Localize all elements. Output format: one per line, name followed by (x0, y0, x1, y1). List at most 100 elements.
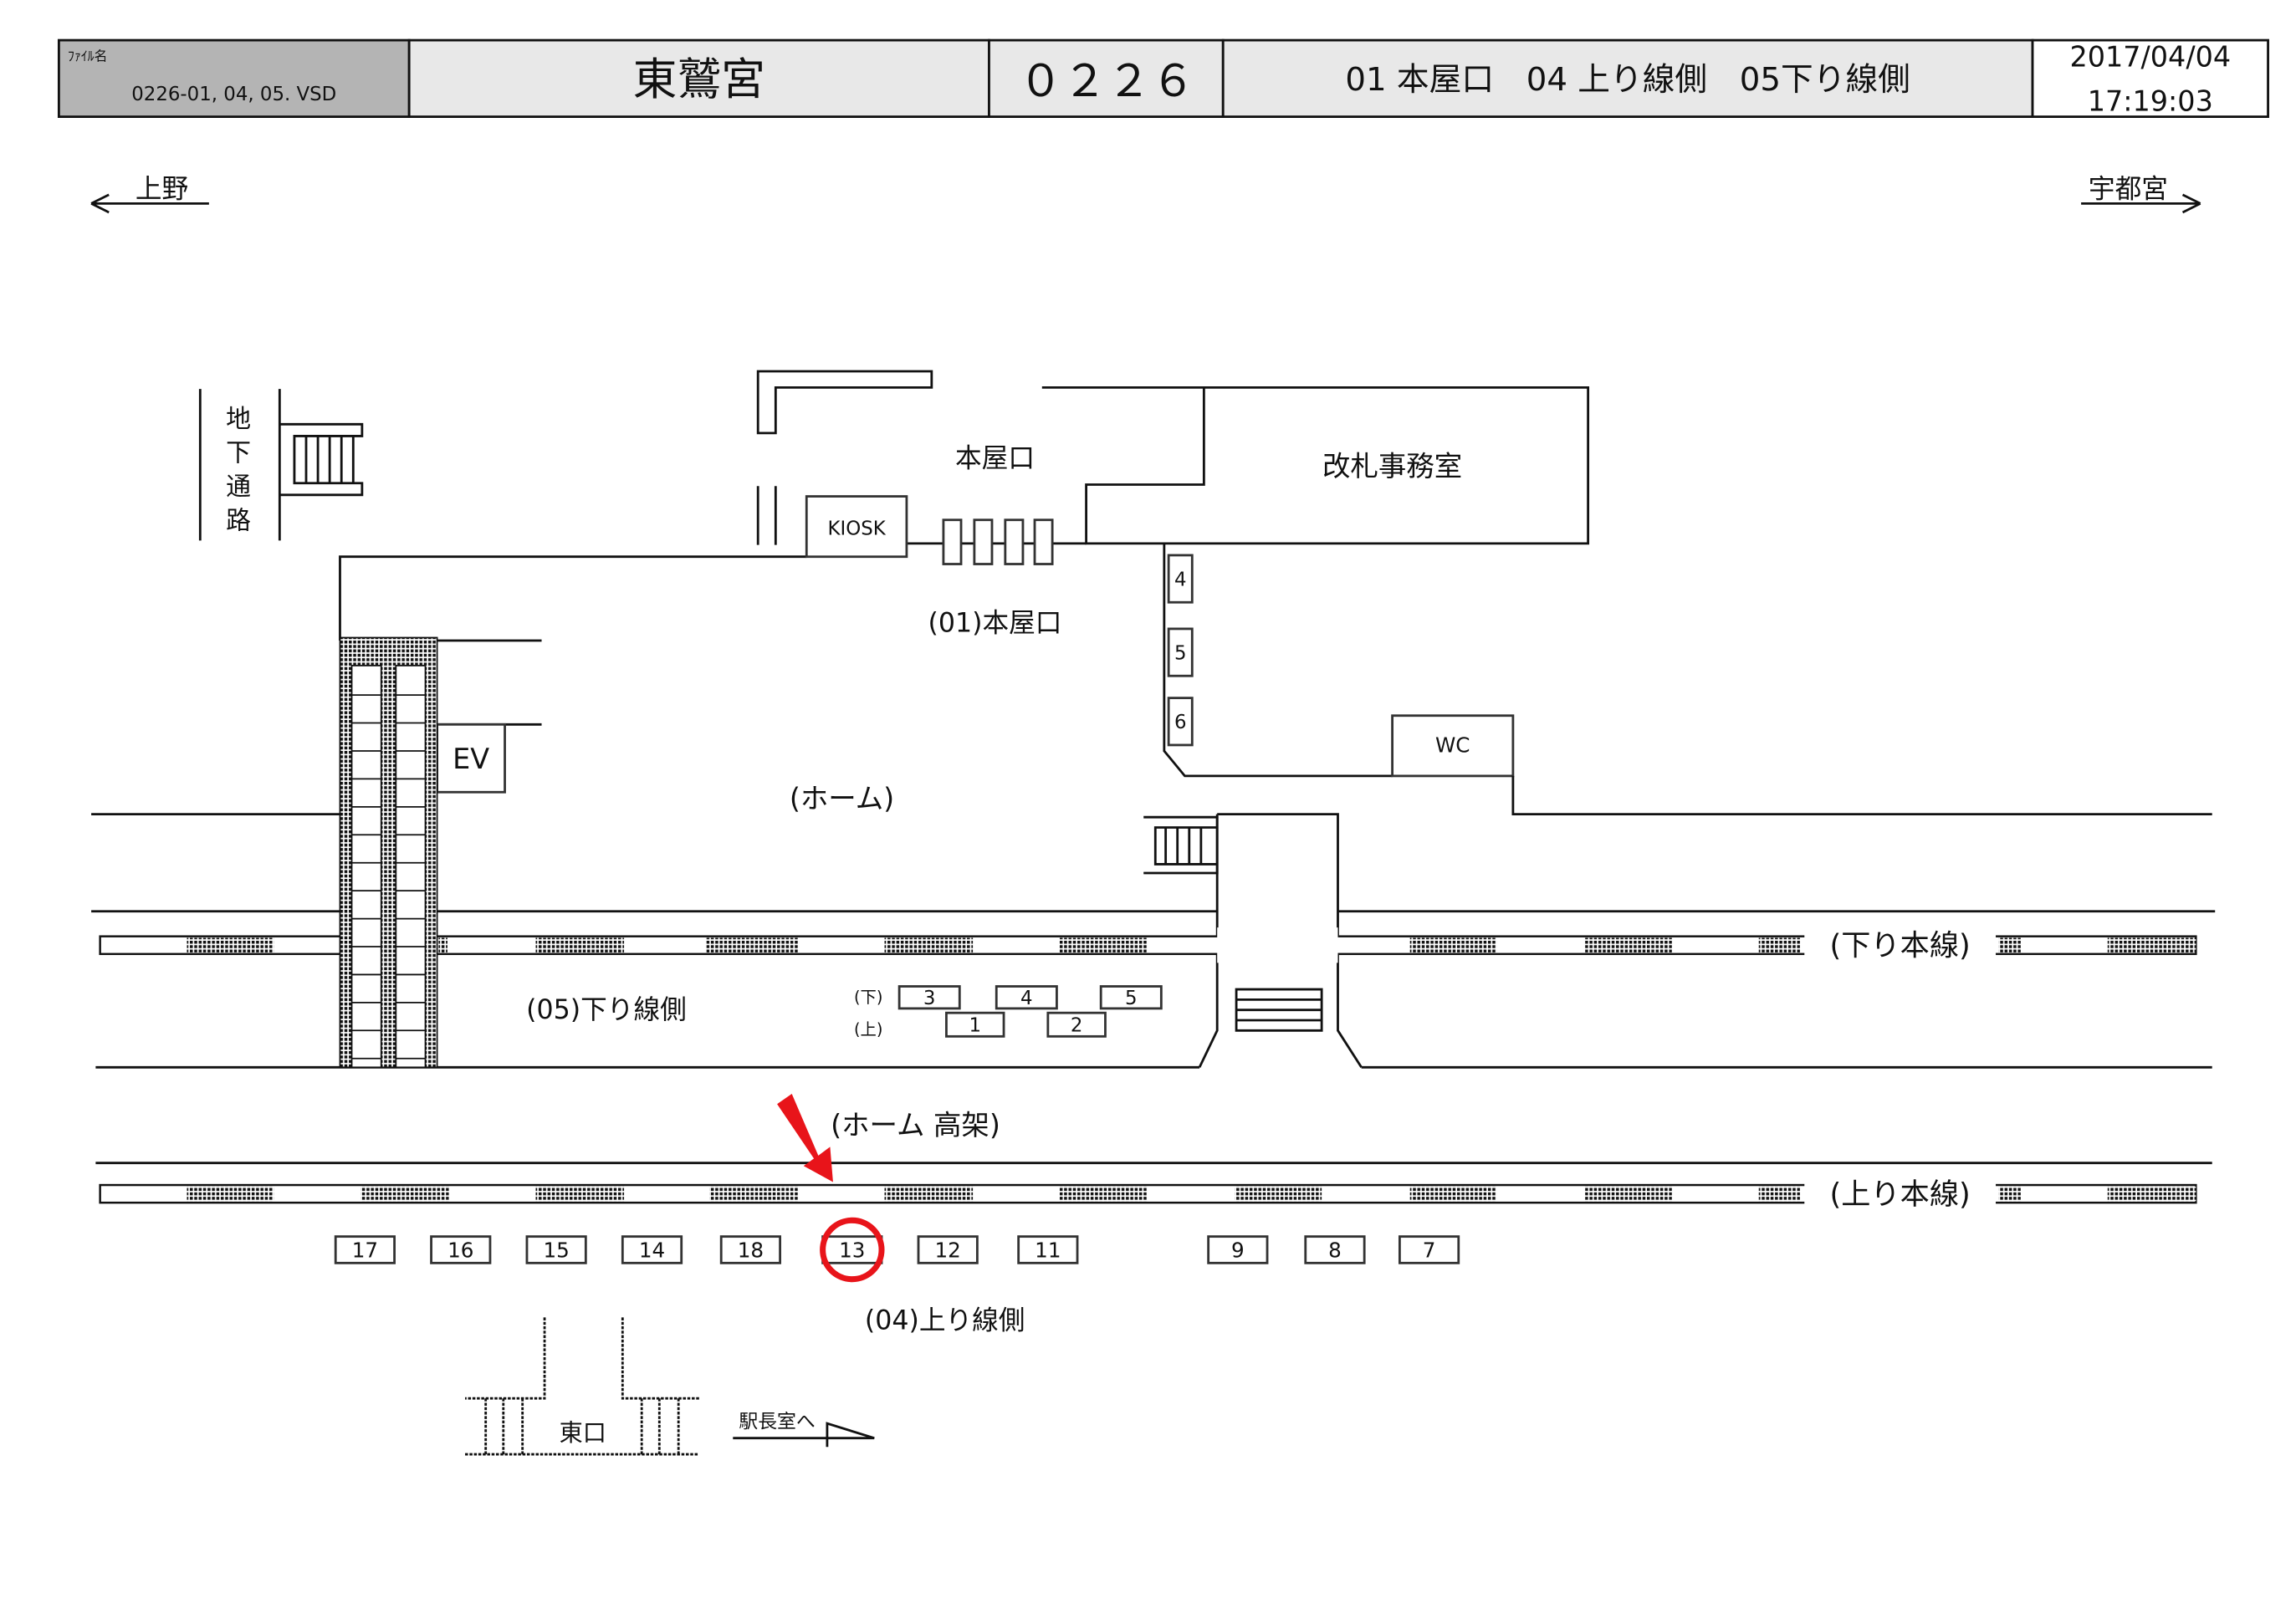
ticket-office-label: 改札事務室 (1322, 450, 1462, 483)
kiosk (805, 495, 908, 559)
car-position-box: 8 (1304, 1235, 1366, 1264)
elevator (436, 723, 506, 794)
track-sleeper (187, 1186, 274, 1202)
track-sleeper (1409, 1186, 1497, 1202)
car-position-box: 13 (821, 1235, 883, 1264)
station-name: 東鷲宮 (633, 54, 765, 105)
track-sleeper (1998, 937, 2021, 953)
track-sleeper (438, 937, 447, 953)
header-bar: ﾌｧｲﾙ名 0226-01, 04, 05. VSD 東鷲宮 ０２２６ 01 本… (57, 38, 2269, 118)
file-label: ﾌｧｲﾙ名 (68, 49, 108, 64)
down-mark: (下) (854, 988, 882, 1007)
svg-text:上野: 上野 (136, 174, 188, 204)
track-sleeper (706, 937, 800, 953)
track-sleeper (1585, 1186, 1672, 1202)
track-sleeper (535, 1186, 625, 1202)
svg-text:2: 2 (1071, 1015, 1083, 1037)
corridor-box: 6 (1167, 697, 1194, 747)
svg-text:KIOSK: KIOSK (827, 518, 886, 539)
main-exit-label: 本屋口 (955, 443, 1035, 473)
car-position-box: 14 (621, 1235, 683, 1264)
file-name: 0226-01, 04, 05. VSD (131, 84, 336, 105)
track-sleeper (535, 937, 625, 953)
svg-text:12: 12 (935, 1238, 961, 1263)
elevated-platform-label: (ホーム 高架) (831, 1109, 1000, 1141)
underpass: 地 下 通 路 (198, 389, 364, 541)
svg-text:15: 15 (543, 1238, 569, 1263)
track-sleeper (1758, 937, 1801, 953)
track-sleeper (1059, 937, 1148, 953)
platform-box-down: 3 (897, 985, 961, 1010)
svg-text:4: 4 (1174, 569, 1187, 591)
wc (1391, 714, 1515, 778)
car-position-box: 16 (430, 1235, 492, 1264)
stairs-icon (279, 422, 364, 497)
down-main-line-label: (下り本線) (1830, 929, 1971, 963)
east-exit: 東口 (465, 1317, 699, 1456)
svg-text:11: 11 (1035, 1238, 1061, 1263)
track-sleeper (361, 1186, 449, 1202)
track-sleeper (2107, 1186, 2196, 1202)
svg-text:東口: 東口 (560, 1419, 606, 1447)
track-sleeper (709, 1186, 800, 1202)
svg-text:13: 13 (839, 1238, 865, 1263)
svg-text:1: 1 (969, 1015, 981, 1037)
track-sleeper (1758, 1186, 1801, 1202)
platform-box-down: 5 (1099, 985, 1163, 1010)
track-sleeper (1059, 1186, 1148, 1202)
escalator (339, 636, 438, 1069)
corridor-box: 5 (1167, 627, 1194, 677)
svg-text:下: 下 (226, 438, 251, 467)
svg-text:5: 5 (1174, 643, 1187, 665)
platform-box-up: 1 (945, 1011, 1005, 1038)
time: 17:19:03 (2088, 85, 2213, 118)
track-sleeper (1409, 937, 1497, 953)
up-main-line-label: (上り本線) (1830, 1177, 1971, 1212)
car-position-box: 15 (525, 1235, 587, 1264)
svg-text:7: 7 (1423, 1238, 1436, 1263)
svg-text:17: 17 (352, 1238, 378, 1263)
car-position-box: 9 (1207, 1235, 1269, 1264)
svg-text:宇都宮: 宇都宮 (2089, 174, 2168, 204)
highlight-marker (777, 1093, 885, 1283)
track-sleeper (884, 937, 974, 953)
svg-text:6: 6 (1174, 712, 1187, 733)
up-mark: (上) (854, 1020, 882, 1039)
stationmaster-direction: 駅長室へ (733, 1411, 875, 1448)
svg-text:駅長室へ: 駅長室へ (739, 1411, 815, 1432)
car-position-box: 17 (334, 1235, 396, 1264)
svg-text:EV: EV (453, 743, 489, 775)
svg-text:8: 8 (1328, 1238, 1342, 1263)
svg-text:14: 14 (639, 1238, 665, 1263)
svg-text:通: 通 (226, 472, 251, 502)
down-side-label: (05)下り線側 (526, 995, 687, 1025)
svg-text:4: 4 (1020, 988, 1033, 1009)
direction-left: 上野 (90, 174, 209, 214)
car-position-box: 18 (719, 1235, 782, 1264)
platform-label: (ホーム) (790, 783, 894, 815)
svg-text:16: 16 (447, 1238, 473, 1263)
up-side-label: (04)上り線側 (865, 1306, 1025, 1336)
track-sleeper (1235, 1186, 1322, 1202)
track-sleeper (2107, 937, 2196, 953)
track-sleeper (187, 937, 274, 953)
svg-text:9: 9 (1231, 1238, 1245, 1263)
direction-right: 宇都宮 (2081, 174, 2201, 214)
date: 2017/04/04 (2069, 41, 2231, 74)
track-sleeper (884, 1186, 974, 1202)
main-exit-code: (01)本屋口 (928, 608, 1062, 638)
ticket-gates (942, 518, 1054, 565)
car-position-box: 12 (917, 1235, 979, 1264)
track-sleeper (1585, 937, 1672, 953)
exit-list: 01 本屋口 04 上り線側 05下り線側 (1345, 61, 1910, 99)
station-code: ０２２６ (1019, 56, 1195, 107)
platform-box-down: 4 (995, 985, 1058, 1010)
platform-box-up: 2 (1046, 1011, 1107, 1038)
concourse: KIOSK 本屋口 改札事務室 (01)本屋口 456 WC EV (ホーム) (91, 370, 2216, 1165)
svg-text:地: 地 (226, 405, 251, 434)
svg-text:路: 路 (226, 506, 251, 535)
svg-text:18: 18 (738, 1238, 764, 1263)
car-position-box: 7 (1398, 1235, 1460, 1264)
svg-text:5: 5 (1125, 988, 1138, 1009)
